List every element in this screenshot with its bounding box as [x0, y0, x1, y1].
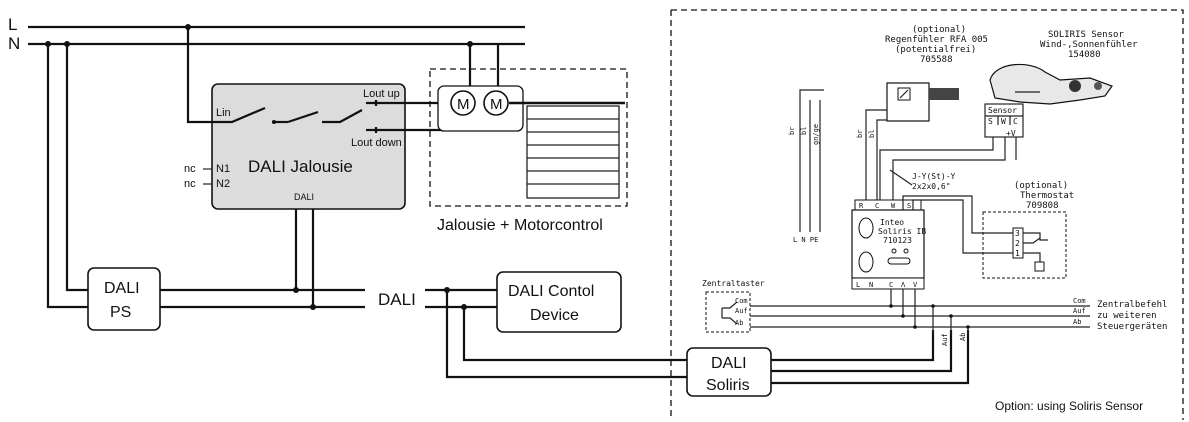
thermo-n3: 3 — [1015, 229, 1020, 238]
line-n-label: N — [8, 34, 20, 53]
rain-l4: 705588 — [920, 55, 953, 65]
inteo-b-dn: V — [913, 281, 918, 289]
ps-n-feed — [46, 44, 88, 309]
rain-l1: (optional) — [912, 25, 966, 35]
motor-1-icon — [450, 90, 476, 116]
cable-l2: 2x2x0,6" — [912, 182, 951, 191]
soliris-sensor-icon — [989, 63, 1113, 105]
wire-br: br — [788, 127, 796, 135]
soliris-line2: Soliris — [706, 377, 750, 394]
nc2-label: nc — [184, 178, 196, 190]
sensor-l1: SOLIRIS Sensor — [1048, 30, 1124, 40]
z-v-auf: Auf — [941, 333, 949, 346]
wire-br2: br — [856, 130, 864, 138]
dali-control-device: DALI Contol Device — [496, 271, 622, 333]
sensor-l2: Wind-,Sonnenfühler — [1040, 40, 1138, 50]
sensor-c: C — [1013, 117, 1018, 126]
ps-l-feed — [65, 44, 88, 292]
lin-feed — [186, 27, 212, 124]
inteo-b-c: C — [889, 281, 893, 289]
soliris-line1: DALI — [711, 355, 747, 372]
lout-down-label: Lout down — [351, 137, 402, 149]
z-t1: Zentralbefehl — [1097, 300, 1167, 310]
nc1-label: nc — [184, 163, 196, 175]
n2-label: N2 — [216, 178, 230, 190]
lin-label: Lin — [216, 107, 231, 119]
thermo-l3: 709808 — [1026, 201, 1059, 211]
sensor-tag: Sensor — [988, 106, 1017, 115]
control-line2: Device — [530, 307, 579, 324]
thermo-l2: Thermostat — [1020, 191, 1074, 201]
z-auf: Auf — [735, 307, 748, 315]
inteo-b-l: L — [856, 281, 860, 289]
motor-1-label: M — [457, 96, 470, 113]
n1-label: N1 — [216, 163, 230, 175]
rain-l2: Regenfühler RFA 005 — [885, 35, 988, 45]
inteo-l3: 710123 — [883, 236, 912, 245]
thermo-n2: 2 — [1015, 239, 1020, 248]
line-l-label: L — [8, 15, 17, 34]
inteo-t-c: C — [875, 202, 879, 210]
jalousie-dali-label: DALI — [294, 192, 314, 202]
inteo-b-n: N — [869, 281, 873, 289]
wire-bl: bl — [800, 127, 808, 135]
motor-2-icon — [483, 90, 509, 116]
dali-jalousie-module: Lin Lout up Lout down DALI Jalousie nc n… — [184, 83, 500, 307]
z-t2: zu weiteren — [1097, 311, 1157, 321]
motor-group: M M Jalousie + Motorcontrol — [429, 68, 628, 234]
thermo-l1: (optional) — [1014, 181, 1068, 191]
sensor-w: W — [1001, 117, 1006, 126]
z-ab: Ab — [735, 319, 743, 327]
inteo-t-s: S — [907, 202, 911, 210]
z-r-ab: Ab — [1073, 318, 1081, 326]
motor-caption: Jalousie + Motorcontrol — [437, 217, 603, 234]
z-com: Com — [735, 297, 748, 305]
shutter-icon — [526, 105, 620, 199]
ps-line2: PS — [110, 304, 131, 321]
dali-ps: DALI PS — [87, 267, 161, 331]
lout-up-label: Lout up — [363, 88, 400, 100]
inteo-l1: Inteo — [880, 218, 904, 227]
sensor-s: S — [988, 117, 993, 126]
dali-soliris: DALI Soliris — [686, 330, 970, 397]
jalousie-title: DALI Jalousie — [248, 157, 353, 176]
dali-bus: DALI — [160, 287, 687, 379]
motor-2-label: M — [490, 96, 503, 113]
option-panel: Option: using Soliris Sensor (optional) … — [670, 9, 1184, 420]
cable-l1: J-Y(St)-Y — [912, 172, 956, 181]
inteo-t-w: W — [891, 202, 896, 210]
option-caption: Option: using Soliris Sensor — [995, 399, 1143, 413]
wire-gn: gn/ge — [812, 124, 820, 145]
z-r-auf: Auf — [1073, 307, 1086, 315]
thermostat-icon: 3 2 1 — [982, 211, 1067, 279]
rain-sensor-icon — [886, 82, 959, 122]
power-lines: L N — [8, 15, 525, 309]
sensor-plus: +V — [1006, 129, 1016, 138]
thermo-n1: 1 — [1015, 249, 1020, 258]
wire-bl2: bl — [868, 130, 876, 138]
dali-bus-label: DALI — [378, 290, 416, 309]
inteo-b-up: Λ — [901, 281, 906, 289]
zentral-title: Zentraltaster — [702, 279, 765, 288]
wire-lnpe: L N PE — [793, 236, 818, 244]
rain-l3: (potentialfrei) — [895, 45, 976, 55]
inteo-l2: Soliris IB — [878, 227, 926, 236]
sensor-l3: 154080 — [1068, 50, 1101, 60]
inteo-soliris: R C W S Inteo Soliris IB 710123 L N C Λ … — [851, 199, 926, 290]
z-t3: Steuergeräten — [1097, 322, 1167, 332]
z-v-ab: Ab — [959, 333, 967, 341]
control-line1: DALI Contol — [508, 283, 594, 300]
ps-line1: DALI — [104, 280, 140, 297]
inteo-t-r: R — [859, 202, 864, 210]
z-r-com: Com — [1073, 297, 1086, 305]
